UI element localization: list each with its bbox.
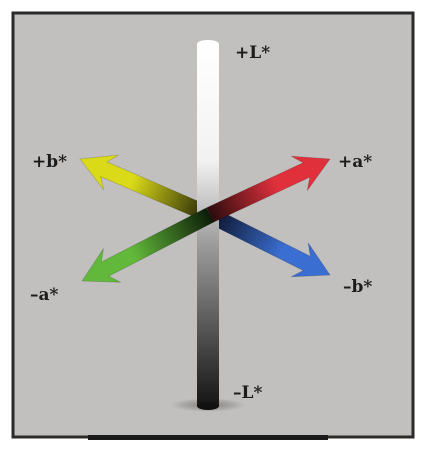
- plus-a-label: +a*: [338, 152, 372, 172]
- minus-b-label: –b*: [343, 277, 372, 297]
- plus-a-arrow-shape: [206, 155, 331, 223]
- minus-b-arrow: [205, 207, 331, 278]
- plus-a-arrow: [206, 155, 331, 223]
- lightness-column-bottom: [197, 402, 219, 410]
- lightness-column-top: [197, 40, 219, 48]
- plus-b-arrow-shape: [79, 154, 214, 223]
- bottom-bar: [88, 435, 328, 440]
- plus-b-arrow: [79, 154, 214, 223]
- minus-b-arrow-shape: [205, 207, 331, 278]
- minus-a-label: –a*: [30, 285, 59, 305]
- minus-a-arrow: [81, 207, 215, 283]
- minus-l-label: –L*: [233, 383, 262, 403]
- plus-b-label: +b*: [32, 152, 67, 172]
- minus-a-arrow-shape: [81, 207, 215, 283]
- plus-l-label: +L*: [235, 43, 270, 63]
